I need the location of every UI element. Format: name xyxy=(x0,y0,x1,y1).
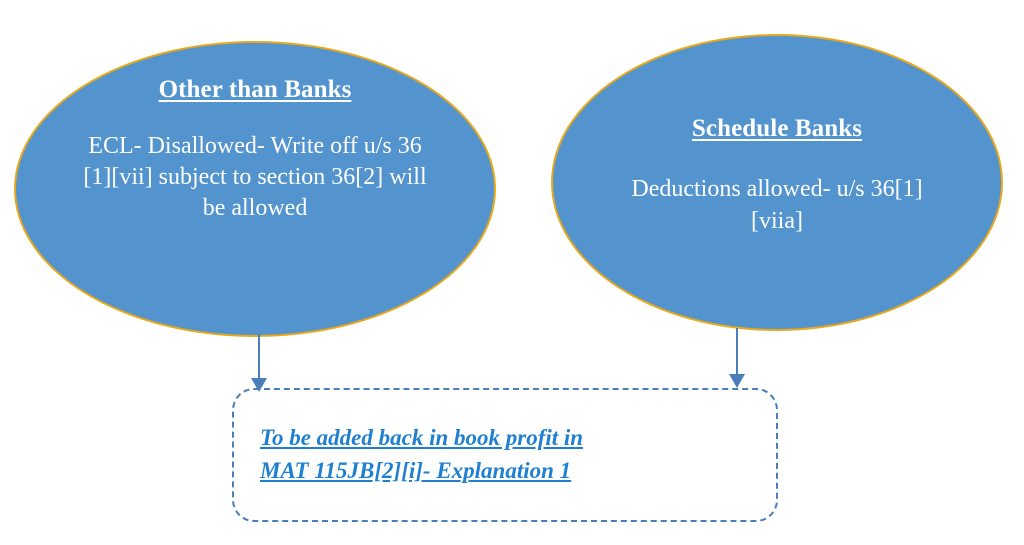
result-box-text: To be added back in book profit in MAT 1… xyxy=(260,425,584,483)
arrow-other-than-banks-to-result-icon xyxy=(251,334,267,392)
ellipse-schedule-banks[interactable]: Schedule Banks Deductions allowed- u/s 3… xyxy=(551,34,1003,331)
result-box[interactable]: To be added back in book profit in MAT 1… xyxy=(232,388,778,522)
arrow-schedule-banks-to-result-icon xyxy=(729,328,745,388)
ellipse-other-than-banks[interactable]: Other than Banks ECL- Disallowed- Write … xyxy=(14,41,496,337)
ellipse-other-than-banks-body: ECL- Disallowed- Write off u/s 36 [1][vi… xyxy=(83,133,427,222)
ellipse-schedule-banks-body: Deductions allowed- u/s 36[1][viia] xyxy=(631,176,923,234)
ellipse-other-than-banks-heading: Other than Banks xyxy=(158,76,352,103)
ellipse-schedule-banks-heading: Schedule Banks xyxy=(691,115,863,142)
